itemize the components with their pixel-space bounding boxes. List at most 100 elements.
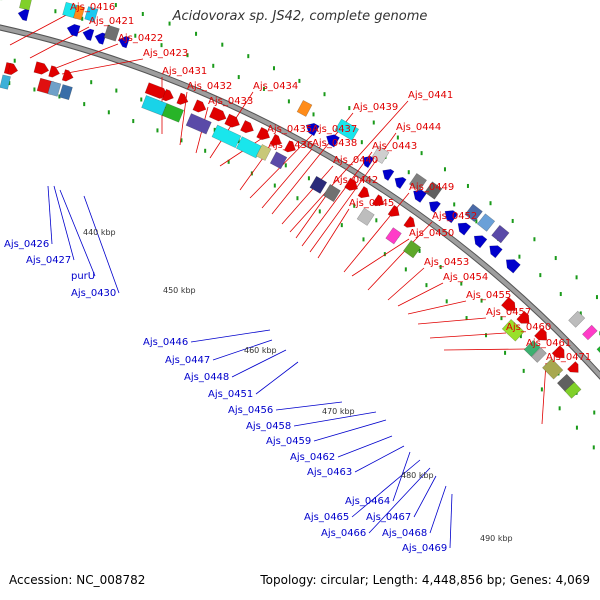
forward-gene-label: Ajs_0433 <box>208 96 253 107</box>
gene-box <box>185 113 212 135</box>
gene-box <box>19 0 33 11</box>
tick-dot <box>160 43 163 48</box>
gene-box <box>356 207 375 226</box>
forward-gene-label: Ajs_0455 <box>466 290 511 301</box>
tick-dot <box>443 167 446 172</box>
gene-box <box>464 203 483 223</box>
forward-box <box>403 240 422 259</box>
forward-leader <box>407 300 467 315</box>
gene-box <box>371 145 390 164</box>
gene-box <box>334 118 360 141</box>
tick-dot <box>168 21 171 26</box>
gene-box <box>403 240 422 259</box>
forward-gene-label: Ajs_0441 <box>408 90 453 101</box>
tick-dot <box>420 151 423 156</box>
forward-leader <box>541 362 547 425</box>
gene-arrow <box>161 88 174 102</box>
tick-dot <box>8 81 11 86</box>
forward-gene-label: Ajs_0416 <box>70 2 115 13</box>
forward-gene <box>224 113 240 128</box>
tick-dot <box>204 148 207 153</box>
reverse-box <box>296 99 313 117</box>
reverse-gene-label: Ajs_0466 <box>321 528 366 539</box>
forward-leader <box>343 192 410 273</box>
gene-box <box>84 6 99 23</box>
tick-dot <box>287 99 290 104</box>
gene-labels: Ajs_0416Ajs_0421Ajs_0422Ajs_0423Ajs_0431… <box>4 2 591 554</box>
tick-dot <box>83 102 86 107</box>
reverse-gene <box>505 259 521 274</box>
reverse-gene-label: Ajs_0430 <box>71 288 116 299</box>
tick-dot <box>227 159 230 164</box>
tick-dot <box>115 88 118 93</box>
reverse-box <box>409 173 427 192</box>
forward-leader <box>261 148 313 209</box>
reverse-gene <box>326 134 340 148</box>
kbp-tick-label: 450 kbp <box>163 286 196 295</box>
forward-leader <box>351 238 410 277</box>
reverse-box <box>334 118 360 141</box>
gene-box <box>424 181 443 200</box>
gene-arrow <box>505 259 521 274</box>
forward-box <box>0 74 11 90</box>
forward-box <box>523 339 541 357</box>
kbp-tick-label: 490 kbp <box>480 534 513 543</box>
gene-box <box>582 324 598 341</box>
forward-gene-label: Ajs_0438 <box>312 138 357 149</box>
forward-leader <box>61 58 144 75</box>
gene-box <box>269 151 288 170</box>
gene-box <box>47 80 62 97</box>
forward-gene <box>176 92 189 105</box>
tick-dot <box>466 183 469 188</box>
topology-text: Topology: circular; Length: 4,448,856 bp… <box>260 573 590 587</box>
tick-dot <box>81 16 84 21</box>
tick-dot <box>407 170 410 175</box>
tick-dot <box>475 219 478 224</box>
gene-box <box>501 319 525 342</box>
reverse-gene-label: Ajs_0462 <box>290 452 335 463</box>
reverse-leader <box>354 445 405 473</box>
forward-leader <box>317 208 350 259</box>
gene-box <box>255 144 272 161</box>
forward-gene-label: Ajs_0457 <box>486 307 531 318</box>
gene-box <box>141 95 168 116</box>
tick-dot <box>348 106 351 111</box>
forward-leader <box>429 332 507 339</box>
forward-gene-label: Ajs_0461 <box>526 338 571 349</box>
reverse-gene <box>457 222 472 236</box>
tick-dot <box>558 406 561 411</box>
forward-leader <box>367 221 433 291</box>
gene-box <box>564 381 582 399</box>
forward-gene <box>387 204 400 217</box>
gene-arrow <box>283 140 296 153</box>
tick-dot <box>186 53 189 58</box>
gene-box <box>523 339 541 357</box>
tick-dot <box>425 283 428 288</box>
forward-gene <box>371 194 384 207</box>
reverse-leader <box>190 329 271 343</box>
reverse-leader <box>429 485 447 534</box>
gene-arrow <box>208 106 227 122</box>
reverse-gene <box>382 168 395 181</box>
tick-dot <box>340 223 343 228</box>
tick-dot <box>213 127 216 132</box>
gene-arrow <box>7 62 19 76</box>
forward-gene-label: Ajs_0440 <box>333 155 378 166</box>
tick-dot <box>221 42 224 47</box>
forward-gene-label: Ajs_0432 <box>187 81 232 92</box>
gene-box <box>73 4 86 21</box>
tick-dot <box>375 218 378 223</box>
tick-dot <box>180 138 183 143</box>
reverse-gene <box>362 156 375 169</box>
reverse-leader <box>368 467 431 534</box>
forward-gene-label: Ajs_0445 <box>349 198 394 209</box>
tick-dots <box>0 0 600 450</box>
reverse-leader <box>53 185 75 261</box>
tick-dot <box>237 139 240 144</box>
reverse-leader <box>47 185 53 245</box>
gene-arrow <box>176 92 189 105</box>
forward-box <box>185 113 212 135</box>
forward-gene <box>208 106 227 122</box>
reverse-box <box>19 0 33 11</box>
tick-dot <box>404 267 407 272</box>
